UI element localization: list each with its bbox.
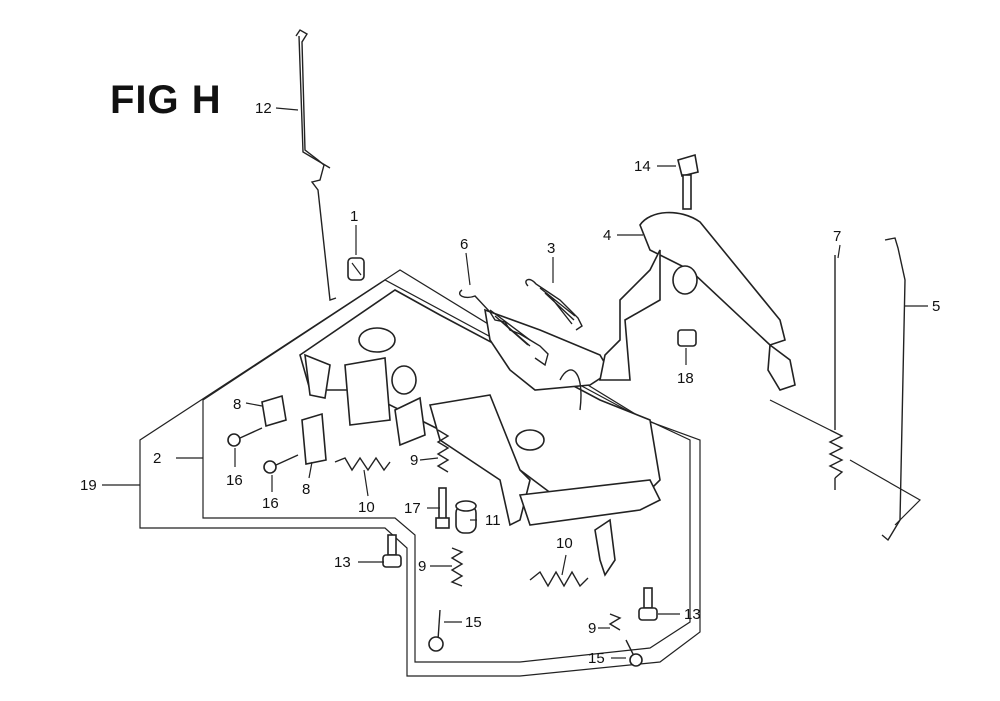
- part-1-clip: [347, 257, 365, 281]
- callout-9-upper: 9: [410, 452, 418, 469]
- part-15-screw-right: [625, 639, 643, 667]
- spring-6: [458, 289, 549, 367]
- callout-10-upper: 10: [358, 499, 375, 516]
- callout-5: 5: [932, 298, 940, 315]
- part-14-screw: [677, 153, 699, 210]
- throttle-rod-12: [295, 29, 337, 301]
- callout-8-lower: 8: [302, 481, 310, 498]
- callout-12: 12: [255, 100, 272, 117]
- part-4-lever: [599, 211, 796, 391]
- callout-18: 18: [677, 370, 694, 387]
- leader-lines: [102, 107, 928, 659]
- callout-15-left: 15: [465, 614, 482, 631]
- group-outline-19: [139, 269, 701, 677]
- spring-10-lower: [529, 570, 589, 588]
- part-18-nut: [677, 329, 697, 347]
- callout-19: 19: [80, 477, 97, 494]
- callout-17: 17: [404, 500, 421, 517]
- part-16-screw-upper: [227, 427, 263, 447]
- part-13-bolt-right: [638, 587, 658, 621]
- callout-1: 1: [350, 208, 358, 225]
- callout-8-upper: 8: [233, 396, 241, 413]
- callout-3: 3: [547, 240, 555, 257]
- callout-13-left: 13: [334, 554, 351, 571]
- callout-11: 11: [485, 512, 501, 529]
- part-8-bracket-upper: [261, 394, 287, 428]
- callout-15-right: 15: [588, 650, 605, 667]
- callout-16-lower: 16: [262, 495, 279, 512]
- part-17-screw: [435, 487, 450, 529]
- part-11-knob: [455, 500, 477, 534]
- callout-13-right: 13: [684, 606, 701, 623]
- callout-9-middle: 9: [418, 558, 426, 575]
- callout-10-lower: 10: [556, 535, 573, 552]
- spring-3: [525, 278, 583, 331]
- callout-16-upper: 16: [226, 472, 243, 489]
- part-5-rod: [881, 237, 906, 542]
- spring-9-lower: [608, 613, 622, 631]
- part-8-bracket-lower: [301, 412, 327, 465]
- spring-9-middle: [450, 547, 464, 587]
- part-7-rod-spring: [828, 255, 844, 490]
- callout-14: 14: [634, 158, 651, 175]
- part-15-screw-left: [428, 609, 444, 652]
- figure-title: FIG H: [110, 78, 222, 122]
- callout-labels: 12 1 6 3 14 4 7 5 18 8 2 19 16 16 8 10 9…: [80, 100, 940, 667]
- spring-9-upper: [436, 429, 450, 473]
- control-base-bracket: [299, 289, 662, 577]
- group-outline-2: [202, 279, 691, 663]
- spring-10-upper: [334, 456, 391, 472]
- callout-7: 7: [833, 228, 841, 245]
- part-13-bolt-left: [382, 534, 402, 568]
- callout-9-lower: 9: [588, 620, 596, 637]
- callout-2: 2: [153, 450, 161, 467]
- leader-outline-right: [769, 399, 921, 526]
- part-16-screw-lower: [263, 454, 299, 474]
- callout-4: 4: [603, 227, 611, 244]
- callout-6: 6: [460, 236, 468, 253]
